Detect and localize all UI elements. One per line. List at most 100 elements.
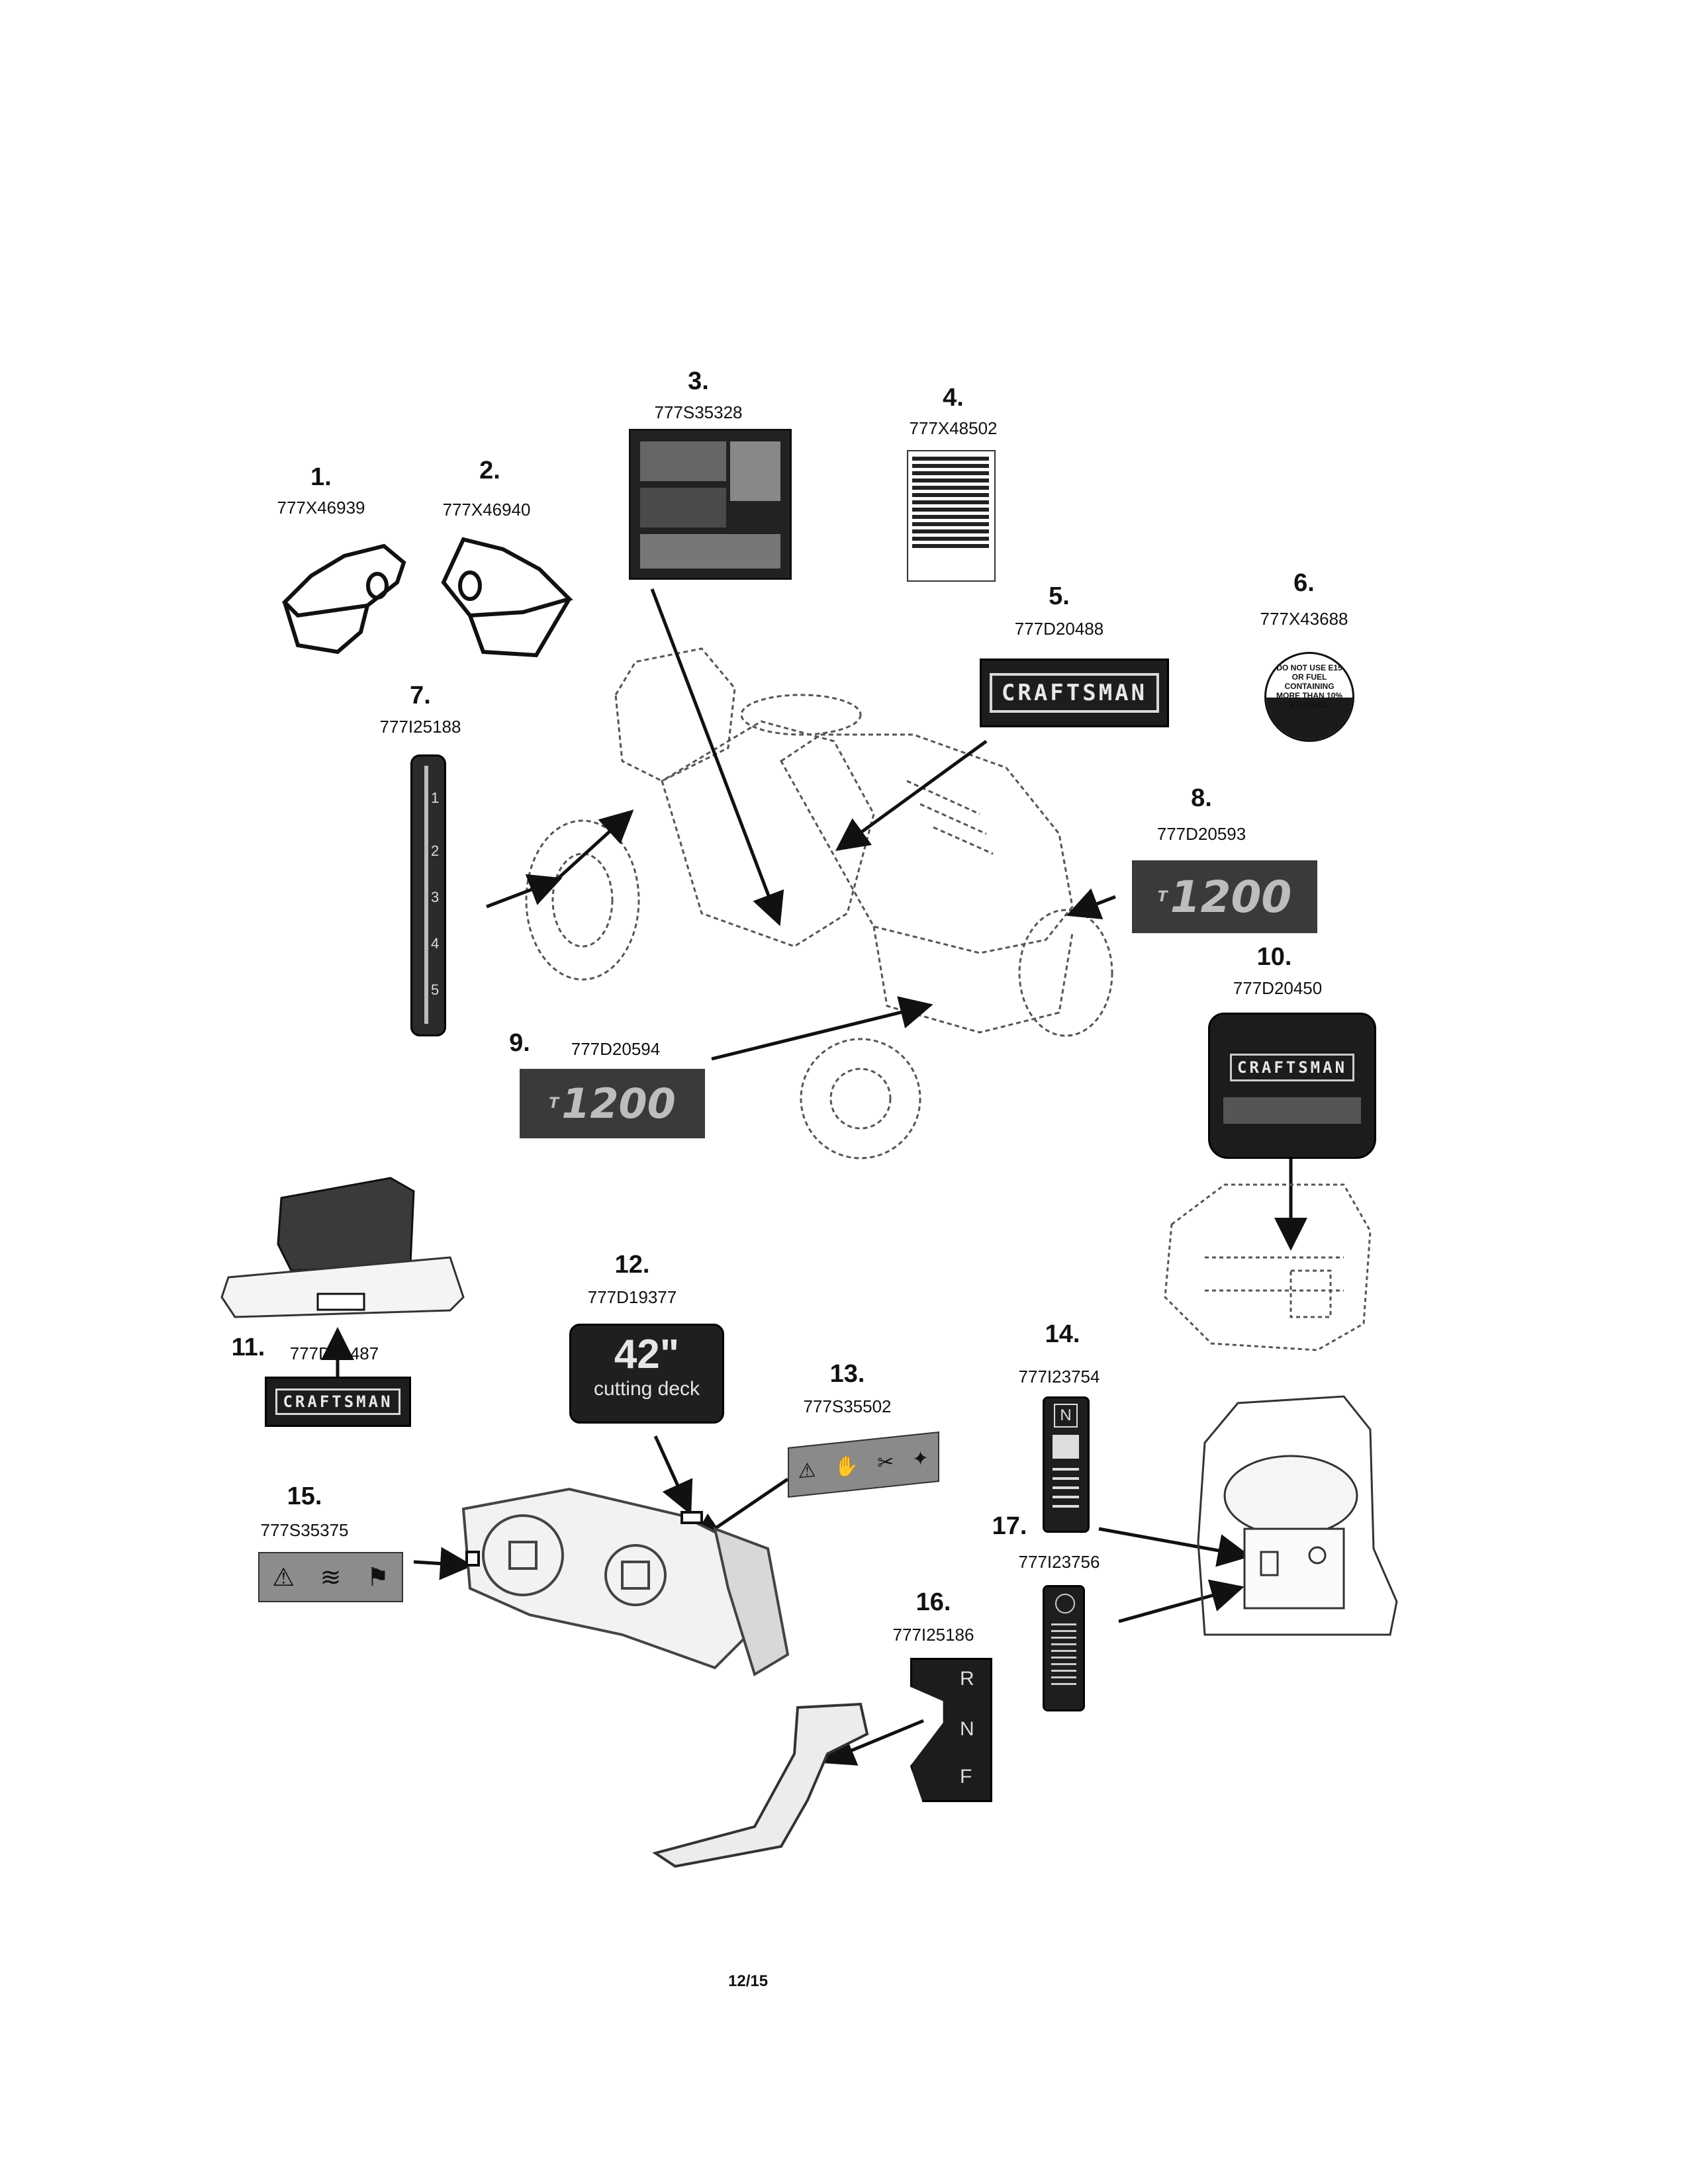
model-decal-9: T 1200 (520, 1069, 705, 1138)
engine-illustration (1164, 1183, 1372, 1351)
part-number-5: 777D20488 (1000, 619, 1119, 639)
item-label-6: 6. (1274, 569, 1334, 598)
item-number: 16. (915, 1588, 951, 1616)
item-number: 13. (829, 1360, 865, 1388)
deck-size-decal: 42" cutting deck (569, 1324, 724, 1424)
part-number: 777D20593 (1156, 824, 1246, 844)
part-number-17: 777I23756 (1000, 1552, 1119, 1572)
thrown-object-icon: ≋ (320, 1563, 342, 1592)
pedal-illustration (652, 1702, 869, 1868)
item-number: 4. (943, 384, 964, 412)
brand-decal-seat: CRAFTSMAN (265, 1377, 411, 1427)
item-label-16: 16. (900, 1588, 966, 1617)
item-label-14: 14. (1029, 1320, 1096, 1349)
leader-arrows (321, 588, 1307, 1766)
part-number-2: 777X46940 (427, 500, 546, 520)
part-number: 777S35502 (803, 1396, 892, 1416)
panel-decal-17 (1043, 1585, 1085, 1711)
brand-text: CRAFTSMAN (275, 1388, 400, 1415)
part-number: 777I23756 (1018, 1552, 1100, 1572)
part-number-9: 777D20594 (556, 1039, 675, 1060)
tick-1: 1 (431, 790, 440, 806)
part-number-12: 777D19377 (573, 1287, 692, 1308)
neutral-letter: N (1054, 1404, 1078, 1428)
tick-2: 2 (431, 842, 440, 859)
part-number-16: 777I25186 (874, 1625, 993, 1645)
item-label-15: 15. (271, 1482, 338, 1511)
neutral-letter: N (960, 1718, 974, 1740)
item-label-17: 17. (976, 1512, 1043, 1541)
part-number-3: 777S35328 (639, 402, 758, 423)
item-number: 14. (1045, 1320, 1080, 1348)
model-decal-8: T 1200 (1132, 860, 1317, 933)
reverse-letter: R (960, 1668, 974, 1690)
item-number: 11. (231, 1334, 265, 1361)
hand-hazard-icon: ✋ (834, 1454, 859, 1479)
part-number-13: 777S35502 (788, 1396, 907, 1417)
model-prefix: T (549, 1095, 559, 1112)
item-number: 8. (1191, 784, 1212, 812)
part-number-14: 777I23754 (1000, 1367, 1119, 1387)
deck-side-warning-decal: ⚠ ≋ ⚑ (258, 1552, 403, 1602)
item-label-10: 10. (1241, 943, 1307, 972)
hazard-icon: ✦ (912, 1447, 929, 1471)
item-number: 10. (1256, 943, 1292, 971)
brand-text: CRAFTSMAN (1229, 1054, 1355, 1081)
fender-decal-right (441, 537, 573, 658)
tractor-illustration (525, 647, 1113, 1160)
item-label-12: 12. (599, 1251, 665, 1279)
part-number-1: 777X46939 (261, 498, 381, 518)
warning-triangle-icon: ⚠ (272, 1563, 295, 1592)
tick-3: 3 (431, 889, 440, 905)
item-label-11: 11. (215, 1334, 281, 1362)
seat-illustration (220, 1177, 465, 1318)
height-adjust-decal: 1 2 3 4 5 (410, 754, 446, 1036)
tick-5: 5 (431, 981, 440, 998)
fender-decal-left (281, 543, 406, 655)
part-number: 777X46940 (442, 500, 531, 520)
part-number-10: 777D20450 (1218, 978, 1337, 999)
part-number: 777I23754 (1018, 1367, 1100, 1387)
item-label-13: 13. (814, 1360, 880, 1388)
part-number-11: 777D20487 (275, 1343, 394, 1364)
part-number: 777D20594 (571, 1039, 661, 1059)
item-number: 7. (410, 682, 431, 709)
engine-brand-decal: CRAFTSMAN (1208, 1013, 1376, 1159)
part-number: 777X43688 (1260, 609, 1348, 629)
part-number: 777S35375 (260, 1520, 349, 1540)
model-number: 1200 (1170, 871, 1292, 923)
part-number: 777X48502 (909, 418, 998, 438)
person-running-icon: ⚑ (366, 1563, 389, 1592)
fuel-warning-decal: DO NOT USE E15 OR FUEL CONTAINING MORE T… (1264, 652, 1354, 742)
warning-triangle-icon: ⚠ (798, 1459, 816, 1482)
item-label-5: 5. (1029, 582, 1089, 611)
item-number: 9. (509, 1029, 530, 1057)
item-label-7: 7. (391, 682, 450, 710)
item-label-4: 4. (923, 384, 983, 412)
part-number-15: 777S35375 (245, 1520, 364, 1541)
part-number-4: 777X48502 (894, 418, 1013, 439)
fuel-warning-text: DO NOT USE E15 OR FUEL CONTAINING MORE T… (1276, 663, 1342, 709)
item-label-9: 9. (490, 1029, 549, 1058)
item-number: 6. (1293, 569, 1315, 597)
mower-deck-illustration (461, 1487, 790, 1677)
item-number: 17. (992, 1512, 1027, 1540)
item-number: 2. (479, 457, 500, 484)
blade-hazard-icon: ✂ (877, 1450, 894, 1475)
item-label-2: 2. (460, 457, 520, 485)
part-number: 777D20487 (289, 1343, 379, 1363)
forward-letter: F (960, 1766, 972, 1788)
panel-decal-14: N (1043, 1396, 1090, 1533)
dash-panel-illustration (1197, 1395, 1398, 1636)
deck-size: 42" (614, 1332, 680, 1377)
part-number: 777S35328 (654, 402, 743, 422)
part-number: 777I25186 (892, 1625, 974, 1645)
item-number: 1. (310, 463, 332, 491)
item-number: 3. (688, 367, 709, 395)
part-number-6: 777X43688 (1244, 609, 1364, 629)
item-number: 5. (1049, 582, 1070, 610)
item-number: 15. (287, 1482, 322, 1510)
tick-4: 4 (431, 935, 440, 952)
item-label-1: 1. (291, 463, 351, 492)
